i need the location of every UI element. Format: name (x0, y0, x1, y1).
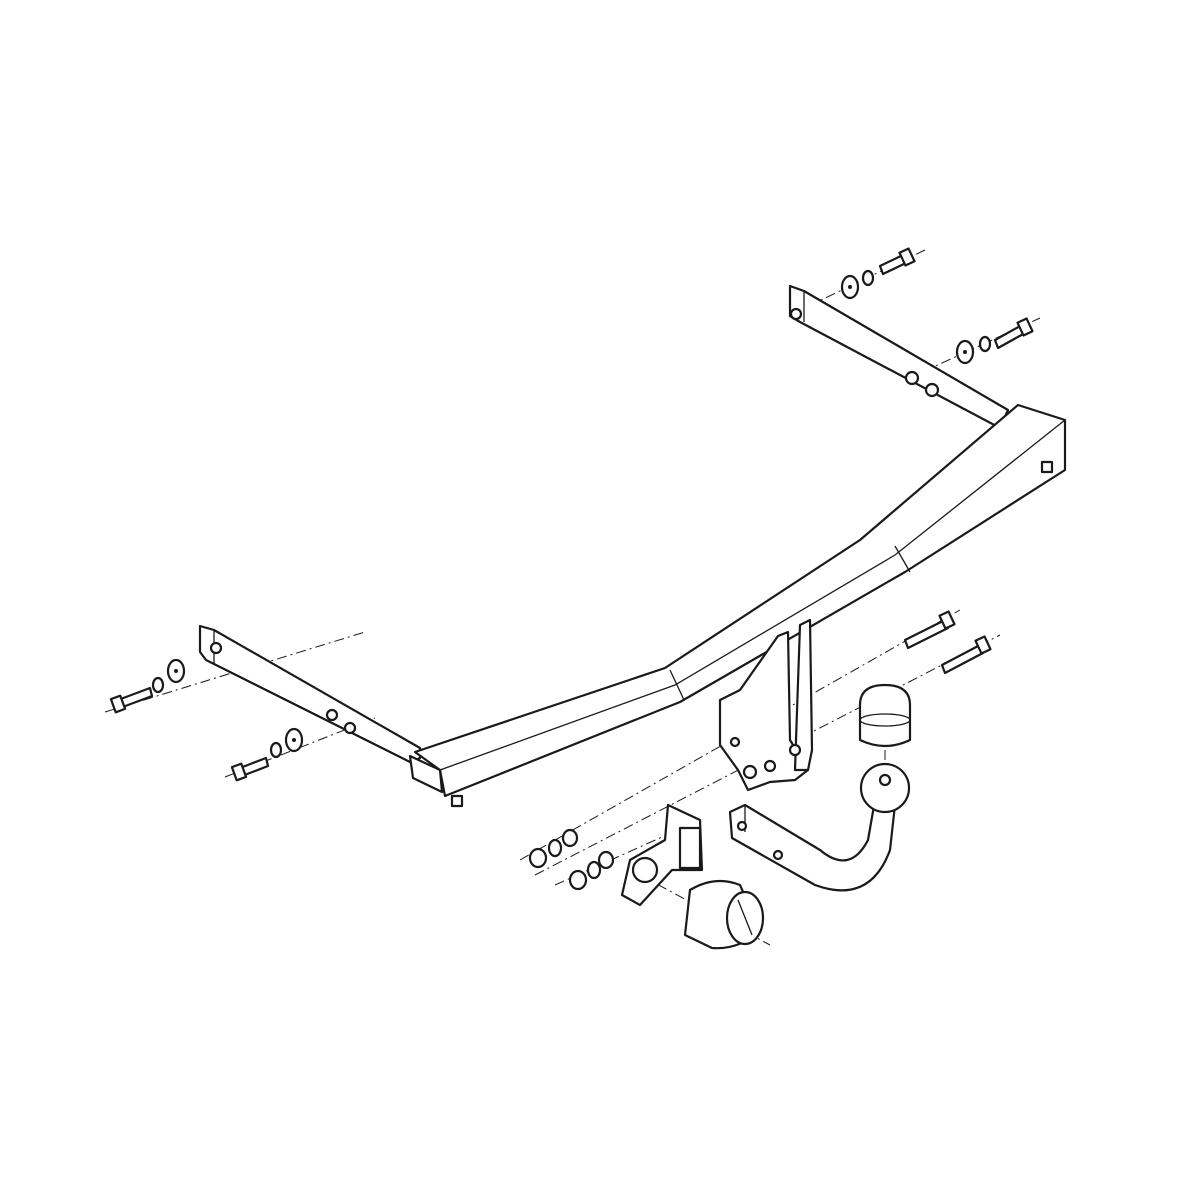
main-crossbar (408, 403, 1067, 808)
washers-and-nuts (151, 269, 992, 891)
bolt-left-lower (230, 756, 270, 782)
bolt-right-lower (993, 317, 1034, 350)
bolt-right-upper (878, 247, 916, 276)
electrical-socket (683, 879, 765, 950)
right-mounting-bracket (788, 284, 1010, 430)
bolt-ball-upper (903, 610, 956, 650)
ball-cap (858, 683, 912, 748)
center-mounting-plate (718, 618, 814, 792)
left-mounting-bracket (198, 624, 422, 764)
bolt-ball-lower (940, 635, 992, 675)
socket-mounting-plate (620, 803, 704, 907)
tow-ball-neck (728, 762, 911, 892)
bolt-left-upper (109, 686, 154, 714)
